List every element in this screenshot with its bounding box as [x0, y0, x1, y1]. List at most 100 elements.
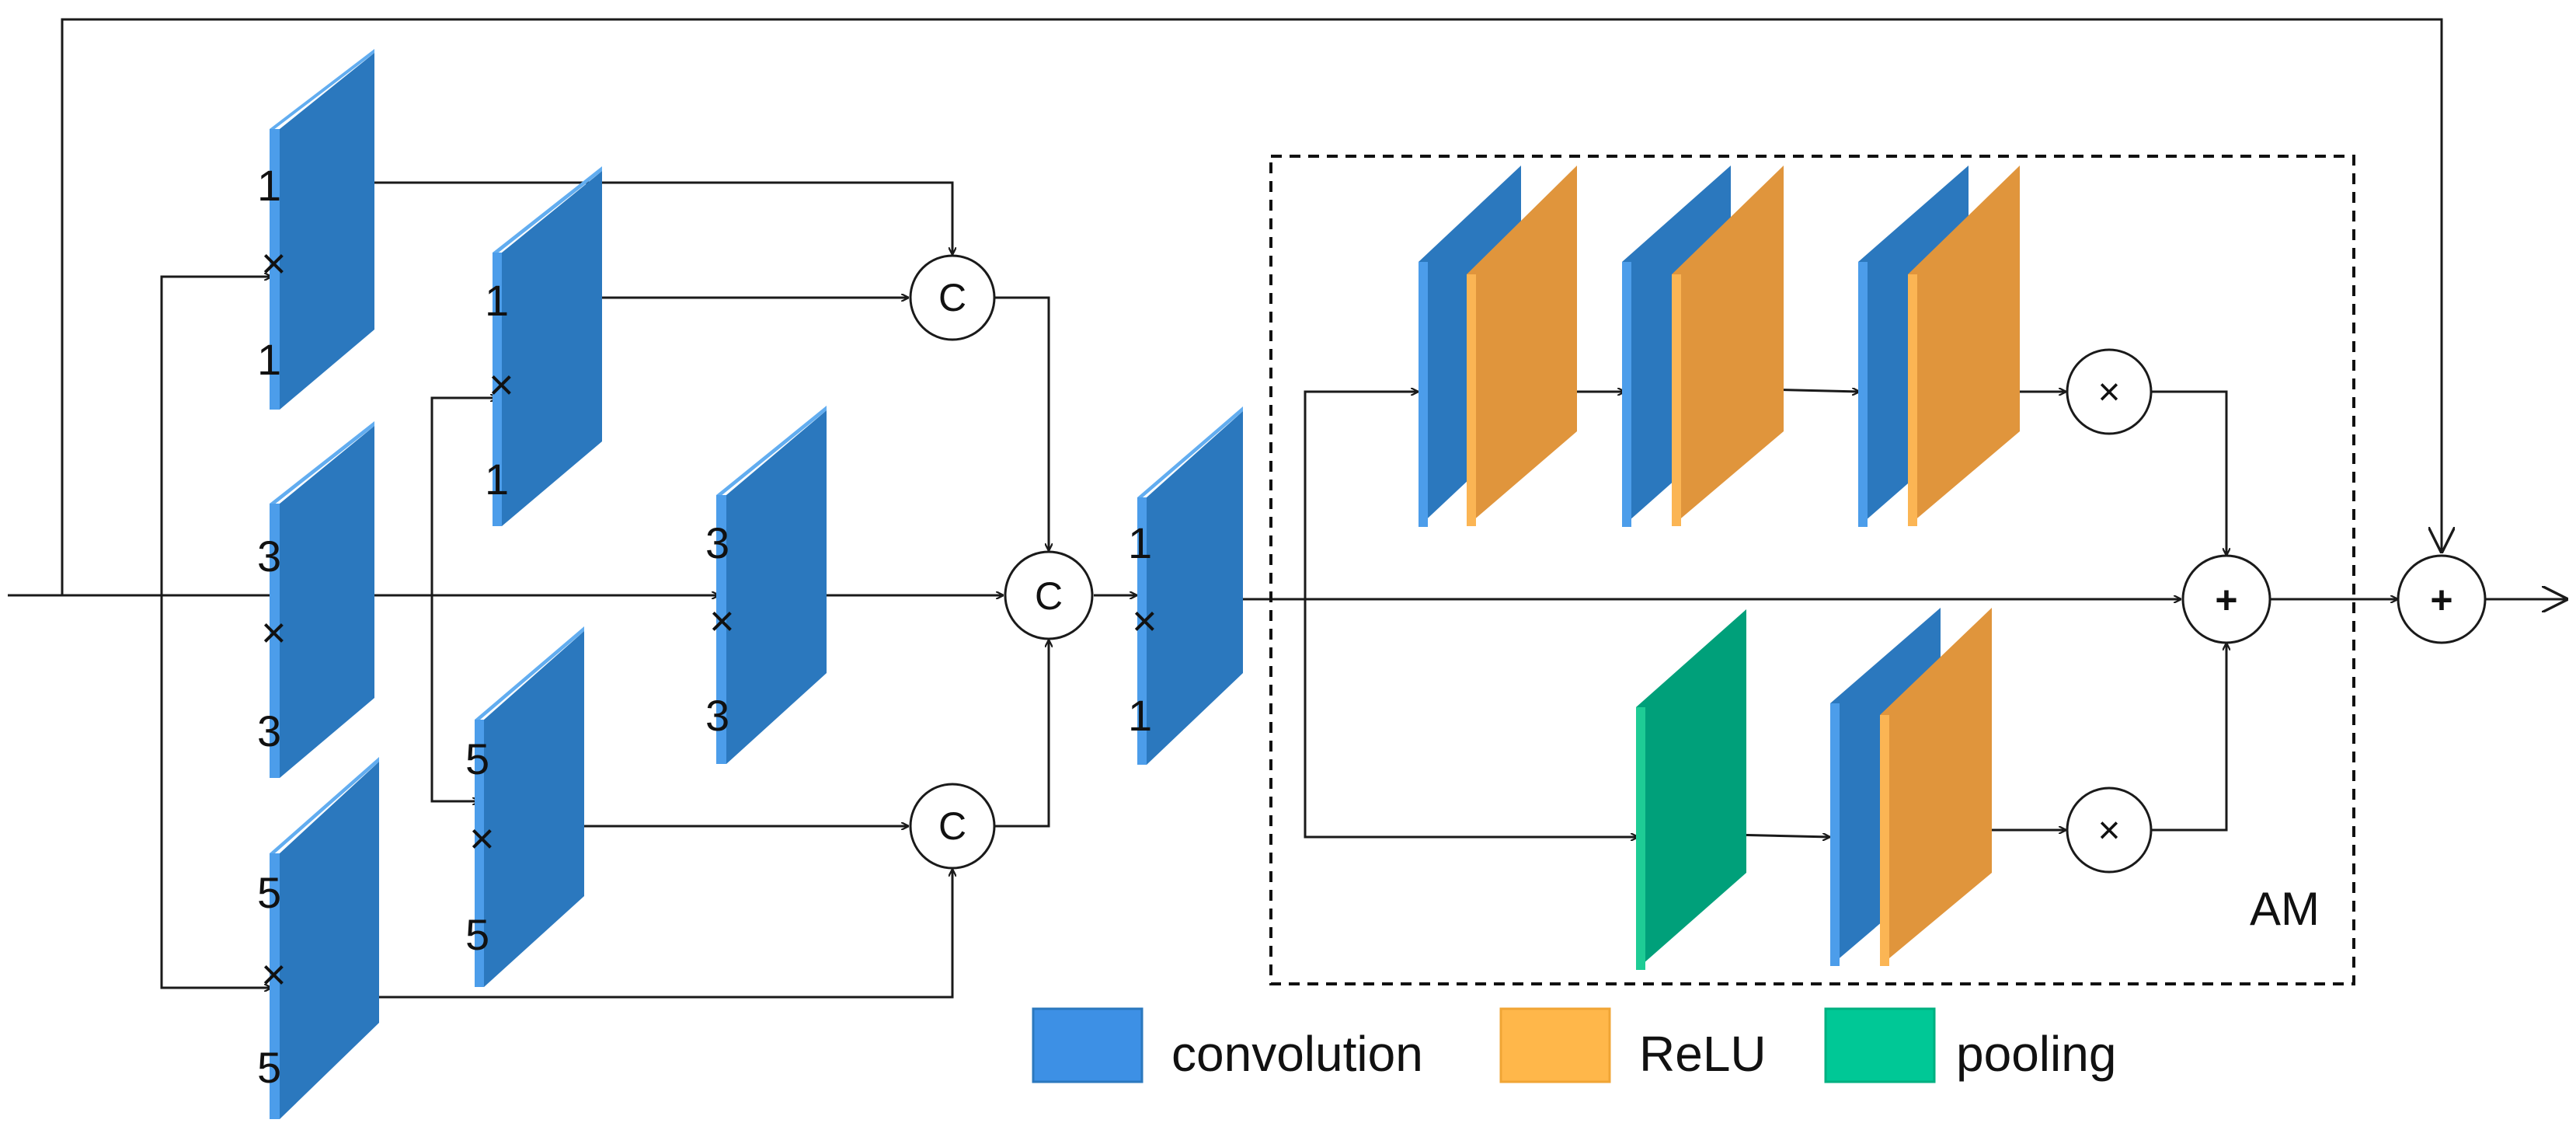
- block-side: [1137, 497, 1147, 765]
- mul-top-to-add: [2152, 390, 2226, 556]
- legend-swatch-relu: [1499, 1007, 1611, 1083]
- block-face: [280, 53, 374, 410]
- legend-swatch-convolution: [1032, 1007, 1144, 1083]
- kernel-times: ×: [261, 608, 287, 657]
- legend-pooling: pooling: [1824, 1007, 2116, 1083]
- conv-layer-side: [1830, 703, 1840, 966]
- connections: [8, 18, 2568, 999]
- multiply-top: ×: [2066, 348, 2153, 435]
- pooling-side: [1636, 707, 1645, 970]
- multiply-symbol: ×: [2097, 808, 2120, 852]
- block-side: [716, 495, 726, 764]
- block-side: [270, 853, 280, 1119]
- concat-top-to-center: [994, 296, 1049, 551]
- conv-block-3x3: 3 × 3: [257, 421, 374, 778]
- kernel-bottom: 1: [485, 455, 509, 504]
- conv-block-5x5: 5 × 5: [257, 757, 379, 1119]
- legend-label-relu: ReLU: [1639, 1026, 1767, 1082]
- conv1x1-to-concat-top: [374, 181, 952, 255]
- kernel-times: ×: [709, 596, 735, 645]
- kernel-top: 3: [257, 532, 281, 581]
- kernel-top: 5: [465, 734, 489, 783]
- kernel-top: 1: [1128, 518, 1152, 567]
- conv-layer-side: [1622, 262, 1631, 527]
- kernel-bottom: 5: [465, 910, 489, 959]
- block-top: [1137, 406, 1243, 502]
- conv-layer-side: [1419, 262, 1428, 527]
- block-face: [502, 171, 602, 526]
- block-face: [280, 762, 379, 1119]
- relu-layer-side: [1672, 274, 1681, 526]
- mul-bottom-to-add: [2152, 643, 2226, 832]
- block-top: [493, 166, 602, 257]
- conv5x5-to-concat-bottom: [379, 869, 952, 999]
- concat-symbol: C: [938, 804, 966, 848]
- add-symbol: +: [2215, 578, 2237, 622]
- pooling-layer: [1636, 609, 1746, 970]
- block-top: [270, 421, 374, 508]
- relu-layer: [1908, 166, 2020, 526]
- relu-layer-side: [1880, 715, 1889, 966]
- block-face: [1147, 411, 1243, 765]
- kernel-top: 1: [257, 161, 281, 210]
- concat-bottom: C: [909, 783, 996, 870]
- conv-block-5x5-b: 5 × 5: [465, 626, 584, 987]
- legend-relu: ReLU: [1499, 1007, 1767, 1083]
- operators: C C C × × + +: [909, 254, 2487, 874]
- kernel-top: 1: [485, 276, 509, 325]
- conv-block-3x3-b: 3 × 3: [705, 406, 827, 764]
- conv-block-1x1: 1 × 1: [257, 49, 374, 410]
- relu-layer: [1467, 166, 1577, 526]
- block-top: [270, 757, 379, 858]
- am-label: AM: [2250, 883, 2320, 935]
- conv-relu-pair-1: [1419, 166, 1577, 527]
- concat-top: C: [909, 254, 996, 341]
- am-branch-bottom: [1304, 599, 1638, 837]
- kernel-times: ×: [489, 360, 514, 409]
- concat-symbol: C: [938, 276, 966, 319]
- kernel-top: 5: [257, 868, 281, 917]
- block-top: [270, 49, 374, 133]
- pooling-face: [1636, 609, 1746, 970]
- concat-center: C: [1004, 550, 1094, 640]
- conv-blocks: 1 × 1 3 × 3 5 × 5 1 × 1: [257, 49, 1243, 1119]
- block-side: [270, 129, 280, 410]
- block-face: [484, 631, 584, 987]
- block-top: [475, 626, 584, 724]
- kernel-bottom: 1: [257, 335, 281, 384]
- relu-layer-side: [1467, 274, 1476, 526]
- block-side: [270, 504, 280, 778]
- kernel-bottom: 3: [257, 706, 281, 755]
- legend: convolution ReLU pooling: [1032, 1007, 2116, 1083]
- am-branch-top: [1304, 392, 1419, 599]
- legend-swatch-pooling: [1824, 1007, 1936, 1083]
- legend-convolution: convolution: [1032, 1007, 1423, 1083]
- trunk-to-conv1x1: [160, 277, 272, 595]
- conv-relu-pair-3: [1858, 166, 2020, 527]
- conv-block-1x1-c: 1 × 1: [1128, 406, 1243, 765]
- conv-relu-pair-4: [1830, 608, 1992, 966]
- multiply-symbol: ×: [2097, 370, 2120, 413]
- add-final: +: [2397, 554, 2487, 644]
- conv-layer-side: [1858, 262, 1868, 527]
- trunk-to-conv5x5: [160, 595, 272, 988]
- kernel-times: ×: [261, 950, 287, 999]
- kernel-bottom: 3: [705, 691, 729, 740]
- concat-symbol: C: [1035, 574, 1063, 618]
- kernel-times: ×: [469, 814, 495, 863]
- multiply-bottom: ×: [2066, 786, 2153, 874]
- relu-layer: [1880, 608, 1992, 966]
- conv-block-1x1-b: 1 × 1: [485, 166, 602, 526]
- relu-layer: [1672, 166, 1784, 526]
- kernel-times: ×: [261, 239, 287, 288]
- relu-layer-side: [1908, 274, 1917, 526]
- legend-label-pooling: pooling: [1956, 1026, 2116, 1082]
- kernel-top: 3: [705, 518, 729, 567]
- conv-relu-pair-2: [1622, 166, 1784, 527]
- add-symbol: +: [2430, 578, 2452, 622]
- kernel-times: ×: [1132, 596, 1157, 645]
- block-face: [726, 410, 827, 764]
- concat-bottom-to-center: [994, 640, 1049, 828]
- kernel-bottom: 1: [1128, 691, 1152, 740]
